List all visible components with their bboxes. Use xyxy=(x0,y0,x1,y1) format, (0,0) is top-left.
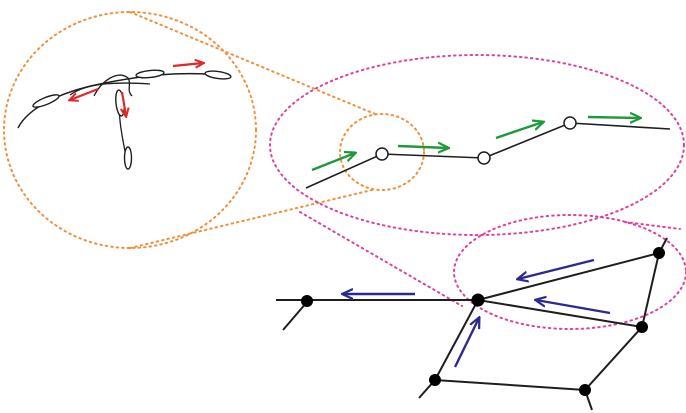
red-arrow-left xyxy=(70,87,99,100)
spindle-icon xyxy=(204,70,232,80)
spindle-icon xyxy=(123,146,133,170)
filled-node-top-right xyxy=(653,247,665,259)
zoom-connector-top xyxy=(129,11,376,115)
region-connector-b xyxy=(624,221,681,230)
cell-chain xyxy=(305,116,671,189)
filled-node-right xyxy=(636,321,648,333)
zoom-source-circle xyxy=(339,113,425,191)
blue-arrow-up xyxy=(453,318,479,368)
network-region-ellipse xyxy=(453,214,686,330)
spindle-icon xyxy=(32,94,60,108)
magnified-view-circle xyxy=(3,11,257,249)
open-node-3 xyxy=(563,116,577,130)
region-connector-a xyxy=(299,211,463,307)
magnified-cells xyxy=(17,63,232,170)
green-arrow-4 xyxy=(587,117,640,118)
open-node-1 xyxy=(375,147,389,161)
zoom-connector-bottom xyxy=(129,189,373,249)
zoom-outlines xyxy=(3,11,686,330)
blue-arrow-upper xyxy=(518,258,595,279)
red-arrow-down xyxy=(122,91,126,116)
green-arrow-3 xyxy=(495,122,543,140)
green-arrow-1 xyxy=(311,153,355,172)
blue-arrow-middle xyxy=(536,300,611,315)
filled-node-hub xyxy=(471,293,485,307)
open-node-2 xyxy=(477,151,491,165)
spindle-icon xyxy=(135,69,165,79)
filled-node-bottom-left xyxy=(429,374,441,386)
chain-region-ellipse xyxy=(269,54,685,236)
filled-node-bottom-right xyxy=(579,384,591,396)
red-arrow-right xyxy=(172,63,203,66)
filled-node-left xyxy=(301,295,313,307)
green-arrow-2 xyxy=(397,146,448,148)
cell-network xyxy=(276,237,668,411)
